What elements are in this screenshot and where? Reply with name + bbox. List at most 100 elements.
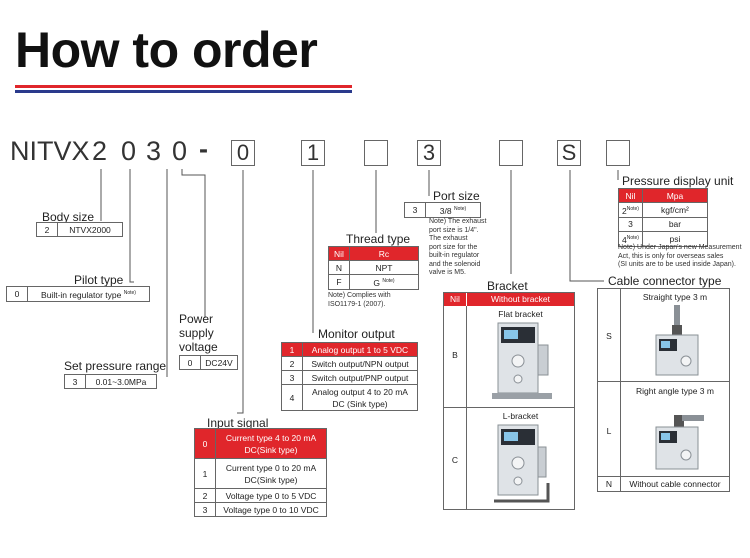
pressure-unit-value-1: bar bbox=[641, 216, 708, 232]
body-size-key: 2 bbox=[36, 222, 58, 237]
port-note-line: and the solenoid bbox=[429, 260, 481, 268]
set-pressure-value: 0.01~3.0MPa bbox=[85, 374, 157, 389]
straight-connector-product-image bbox=[655, 305, 699, 376]
pressure-unit-note-sup-2: Note) bbox=[626, 234, 639, 241]
cable-key-l: L bbox=[606, 426, 612, 436]
line-pilot-type bbox=[129, 169, 134, 283]
bracket-head-key: Nil bbox=[444, 293, 467, 306]
pressure-unit-label: Pressure display unit bbox=[622, 174, 734, 188]
flat-bracket-product-image bbox=[492, 322, 552, 399]
port-note-sup: Note) bbox=[453, 206, 467, 212]
l-bracket-product-image bbox=[494, 424, 550, 503]
pressure-unit-key-0: 2 bbox=[622, 205, 627, 216]
pressure-unit-note-line: (SI units are to be used inside Japan). bbox=[618, 261, 736, 268]
power-value: DC24V bbox=[200, 355, 238, 370]
pressure-unit-key-2: 4 bbox=[622, 234, 627, 245]
pressure-unit-key-1: 3 bbox=[618, 216, 643, 232]
bracket-value-b: Flat bracket bbox=[498, 309, 543, 319]
thread-note-sup: Note) bbox=[382, 278, 395, 284]
body-size-value: NTVX2000 bbox=[57, 222, 123, 237]
input-signal-value-3: Voltage type 0 to 10 VDC bbox=[215, 502, 327, 517]
power-label-1: Power bbox=[179, 312, 214, 326]
thread-label: Thread type bbox=[346, 232, 411, 246]
input-signal-value-2: Voltage type 0 to 5 VDC bbox=[215, 488, 327, 503]
monitor-key-0: 1 bbox=[281, 342, 303, 357]
pilot-type-value: Built-in regulator type bbox=[41, 289, 122, 300]
pressure-unit-value-2: psi bbox=[641, 230, 708, 247]
input-signal-key-0: 0 bbox=[194, 428, 216, 459]
bracket-table: Nil Without bracket B Flat bracket C L-b… bbox=[443, 292, 575, 510]
code-box-unit bbox=[606, 140, 630, 166]
cable-table: S Straight type 3 m L Right angle type 3… bbox=[597, 288, 730, 492]
code-box-monitor: 1 bbox=[301, 140, 325, 166]
bracket-key-c: C bbox=[451, 455, 459, 465]
input-signal-key-3: 3 bbox=[194, 502, 216, 517]
power-label-2: supply bbox=[179, 326, 214, 340]
thread-note-1: Note) Complies with bbox=[328, 292, 391, 299]
page-title: How to order bbox=[15, 22, 318, 78]
power-key: 0 bbox=[179, 355, 201, 370]
pressure-unit-head-key: Nil bbox=[618, 188, 643, 203]
pressure-unit-head-value: Mpa bbox=[641, 188, 708, 203]
port-note-line: The exhaust bbox=[429, 235, 468, 242]
set-pressure-label: Set pressure range bbox=[64, 359, 167, 373]
cable-label: Cable connector type bbox=[608, 274, 722, 288]
code-box-thread bbox=[364, 140, 388, 166]
body-size-label: Body size bbox=[42, 210, 95, 224]
port-key: 3 bbox=[404, 202, 426, 218]
thread-key-1: F bbox=[328, 274, 350, 290]
title-underline-red bbox=[15, 85, 352, 88]
cable-row-divider-2 bbox=[598, 476, 729, 477]
title-underline-blue bbox=[15, 90, 352, 93]
code-box-port: 3 bbox=[417, 140, 441, 166]
monitor-key-2: 3 bbox=[281, 370, 303, 385]
input-signal-value-1: Current type 0 to 20 mA DC(Sink type) bbox=[215, 458, 327, 489]
thread-value-0: NPT bbox=[349, 260, 419, 275]
monitor-key-1: 2 bbox=[281, 356, 303, 371]
pressure-unit-note: Note) Under Japan's new Measurement Act,… bbox=[618, 244, 742, 270]
cable-value-s: Straight type 3 m bbox=[642, 292, 708, 302]
thread-value-1: G bbox=[373, 277, 380, 288]
input-signal-key-2: 2 bbox=[194, 488, 216, 503]
pressure-unit-value-0: kgf/cm² bbox=[641, 202, 708, 218]
line-cable bbox=[569, 170, 604, 282]
port-note-line: port size for the bbox=[429, 243, 478, 251]
port-note-line: valve is M5. bbox=[429, 269, 466, 276]
port-note: Note) The exhaust port size is 1/4". The… bbox=[429, 218, 486, 278]
port-note-line: Note) The exhaust bbox=[429, 218, 487, 225]
code-power: 0 bbox=[172, 136, 188, 166]
pilot-type-note: Note) bbox=[123, 290, 136, 296]
thread-head-value: Rc bbox=[349, 246, 419, 261]
code-box-cable: S bbox=[557, 140, 581, 166]
cable-key-s: S bbox=[606, 331, 612, 341]
input-signal-label: Input signal bbox=[207, 416, 269, 430]
monitor-label: Monitor output bbox=[318, 327, 395, 341]
code-body-size: 2 bbox=[92, 136, 108, 166]
code-prefix: NITVX bbox=[10, 136, 90, 166]
pilot-type-label: Pilot type bbox=[74, 273, 124, 287]
right-angle-connector-product-image bbox=[655, 415, 704, 470]
power-label-3: voltage bbox=[179, 340, 218, 354]
code-box-bracket bbox=[499, 140, 523, 166]
bracket-key-b: B bbox=[452, 350, 458, 360]
port-label: Port size bbox=[433, 189, 480, 203]
bracket-row-divider bbox=[444, 407, 574, 408]
monitor-value-1: Switch output/NPN output bbox=[302, 356, 418, 371]
code-pilot: 0 bbox=[121, 136, 137, 166]
line-input-signal bbox=[237, 170, 244, 414]
cable-row-divider-1 bbox=[598, 381, 729, 382]
pressure-unit-note-line: Act, this is only for overseas sales bbox=[618, 252, 724, 260]
pressure-unit-note-sup-0: Note) bbox=[626, 206, 639, 212]
set-pressure-key: 3 bbox=[64, 374, 86, 389]
input-signal-value-0: Current type 4 to 20 mA DC(Sink type) bbox=[215, 428, 327, 459]
thread-head-key: Nil bbox=[328, 246, 350, 261]
port-note-line: port size is 1/4". bbox=[429, 226, 479, 234]
